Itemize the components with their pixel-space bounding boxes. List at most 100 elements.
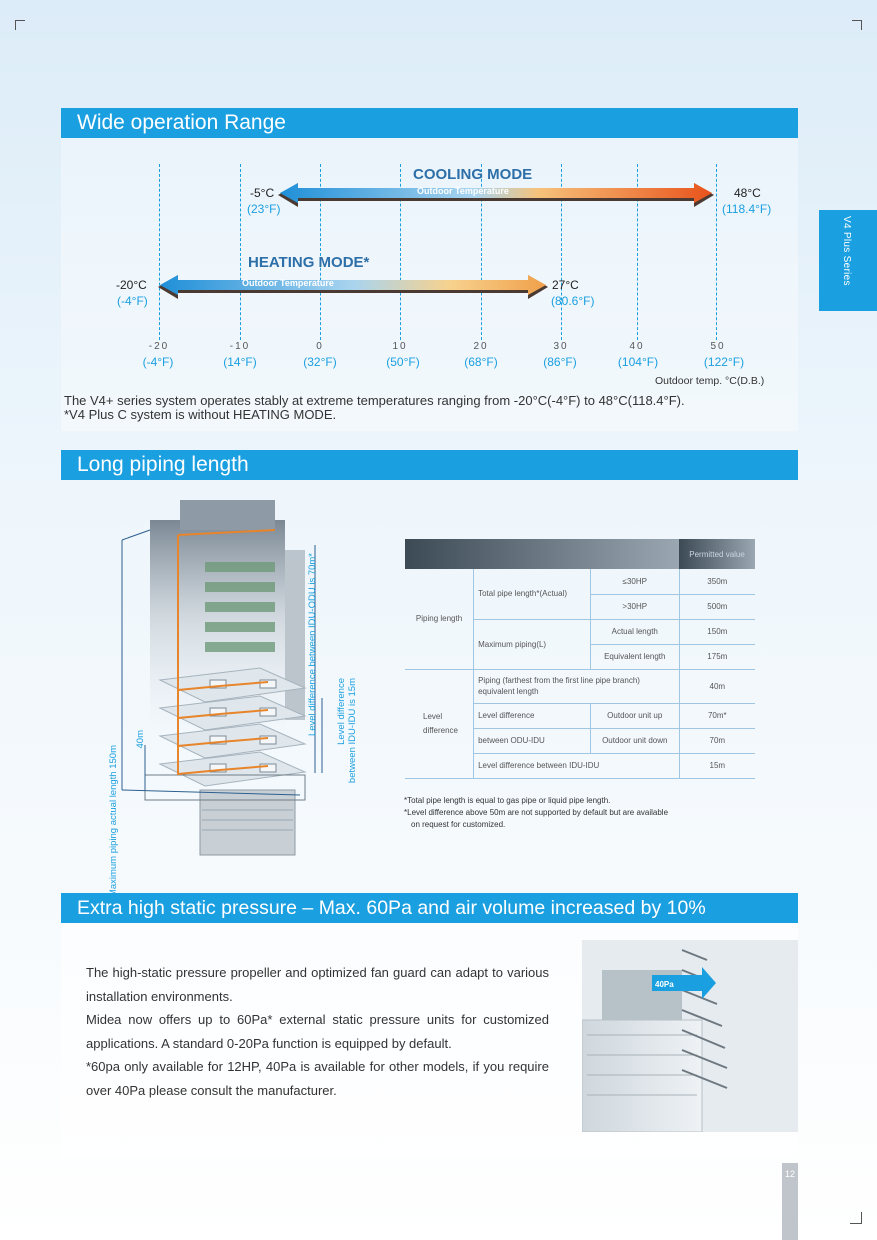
crop-mark-tr [861, 20, 862, 30]
table-row: >30HP 500m [405, 594, 755, 620]
odu-up-cell: Outdoor unit up [589, 703, 680, 729]
heating-start-c: -20°C [116, 278, 147, 292]
cooling-sub-label: Outdoor Temperature [417, 186, 509, 196]
table-row: Level difference Piping (farthest from t… [405, 669, 755, 779]
v70-cell: 70m [678, 728, 755, 754]
idu-odu-level-label: Level difference between IDU-ODU is 70m* [307, 553, 318, 737]
crop-mark-br-h [850, 1223, 862, 1224]
ld-cell-1: Level difference [473, 703, 591, 729]
static-pressure-text: The high-static pressure propeller and o… [86, 961, 549, 1102]
farthest-cell: Piping (farthest from the first line pip… [473, 669, 680, 704]
tick-c: -20 [148, 341, 170, 352]
max-piping-label: Maximum piping actual length 150m [108, 745, 119, 898]
total-pipe-cell: Total pipe length*(Actual) [473, 569, 591, 620]
table-header: Permitted value [679, 539, 755, 569]
heating-end-f: (80.6°F) [551, 294, 595, 308]
tick-f: (50°F) [386, 355, 420, 369]
section-title-operation-range: Wide operation Range [61, 108, 798, 138]
page-number: 12 [782, 1163, 798, 1240]
idu-idu-level-label-2: between IDU-IDU is 15m [347, 678, 358, 784]
range-description: The V4+ series system operates stably at… [64, 393, 685, 408]
heating-start-f: (-4°F) [117, 294, 148, 308]
side-tab: V4 Plus Series [819, 210, 877, 311]
gridline [159, 164, 160, 340]
gridline [561, 164, 562, 340]
table-note-1: *Total pipe length is equal to gas pipe … [404, 796, 611, 805]
v15-cell: 15m [678, 753, 755, 779]
gridline [637, 164, 638, 340]
heating-end-c: 27°C [552, 278, 579, 292]
forty-m-label: 40m [135, 730, 146, 749]
table-note-3: on request for customized. [411, 820, 506, 829]
table-row: Equivalent length 175m [405, 644, 755, 670]
v175-cell: 175m [678, 644, 755, 670]
para-1: The high-static pressure propeller and o… [86, 965, 549, 1004]
equivalent-cell: Equivalent length [589, 644, 680, 670]
tick-f: (86°F) [543, 355, 577, 369]
cooling-mode-label: COOLING MODE [413, 166, 533, 183]
cooling-range-arrow [278, 183, 714, 207]
cooling-start-f: (23°F) [247, 202, 281, 216]
heating-range-arrow [158, 275, 548, 299]
tick-c: -10 [229, 341, 251, 352]
v150-cell: 150m [678, 619, 755, 645]
tick-f: (-4°F) [142, 355, 174, 369]
v40-cell: 40m [678, 669, 755, 704]
building-piping-illustration [121, 500, 323, 856]
tick-f: (14°F) [223, 355, 257, 369]
crop-mark-tl-h [15, 20, 25, 21]
v70s-cell: 70m* [678, 703, 755, 729]
gridline [240, 164, 241, 340]
table-note-2: *Level difference above 50m are not supp… [404, 808, 669, 817]
pressure-badge: 40Pa [655, 980, 674, 989]
crop-mark-tr-h [852, 20, 862, 21]
heating-footnote: *V4 Plus C system is without HEATING MOD… [64, 407, 337, 422]
section-title-piping: Long piping length [61, 450, 798, 480]
v350-cell: 350m [678, 569, 755, 595]
max-piping-cell: Maximum piping(L) [473, 619, 591, 670]
level-label-1: Level [423, 711, 443, 721]
outdoor-unit-photo [582, 940, 798, 1132]
level-label-2: difference [423, 725, 458, 735]
table-row: Maximum piping(L) Actual length 150m [405, 619, 755, 670]
gridline [320, 164, 321, 340]
ld-cell-2: between ODU-IDU [473, 728, 591, 754]
table-row: Level difference Outdoor unit up 70m* [405, 703, 755, 729]
crop-mark-br [861, 1212, 862, 1224]
section-title-static-pressure: Extra high static pressure – Max. 60Pa a… [61, 893, 798, 923]
odu-down-cell: Outdoor unit down [589, 728, 680, 754]
heating-mode-label: HEATING MODE* [248, 254, 370, 271]
crop-mark-tl [15, 20, 16, 30]
cooling-end-f: (118.4°F) [722, 202, 772, 216]
axis-label: Outdoor temp. °C(D.B.) [655, 375, 765, 387]
tick-c: 30 [553, 341, 569, 352]
le30-cell: ≤30HP [589, 569, 680, 595]
tick-c: 10 [392, 341, 408, 352]
actual-cell: Actual length [589, 619, 680, 645]
heating-sub-label: Outdoor Temperature [242, 278, 334, 288]
farthest-line-1: Piping (farthest from the first line pip… [478, 676, 640, 685]
side-tab-label: V4 Plus Series [841, 216, 852, 286]
gt30-cell: >30HP [589, 594, 680, 620]
table-row: between ODU-IDU Outdoor unit down 70m [405, 728, 755, 754]
cooling-end-c: 48°C [734, 186, 761, 200]
piping-spec-table: Permitted value Piping length Total pipe… [405, 539, 755, 779]
cooling-start-c: -5°C [250, 186, 275, 200]
para-2: Midea now offers up to 60Pa* external st… [86, 1012, 549, 1051]
tick-c: 20 [473, 341, 489, 352]
idu-idu-cell: Level difference between IDU-IDU [473, 753, 680, 779]
tick-f: (32°F) [303, 355, 337, 369]
level-difference-cell: Level difference [405, 669, 474, 779]
tick-c: 0 [316, 341, 324, 352]
tick-c: 50 [710, 341, 726, 352]
farthest-line-2: equivalent length [478, 687, 539, 696]
v500-cell: 500m [678, 594, 755, 620]
tick-f: (122°F) [703, 355, 745, 369]
gridline [716, 164, 717, 340]
piping-length-cell: Piping length [405, 569, 474, 670]
gridline [400, 164, 401, 340]
table-row: Level difference between IDU-IDU 15m [405, 753, 755, 779]
para-3: *60pa only available for 12HP, 40Pa is a… [86, 1059, 549, 1098]
table-row: Piping length Total pipe length*(Actual)… [405, 569, 755, 670]
gridline [481, 164, 482, 340]
